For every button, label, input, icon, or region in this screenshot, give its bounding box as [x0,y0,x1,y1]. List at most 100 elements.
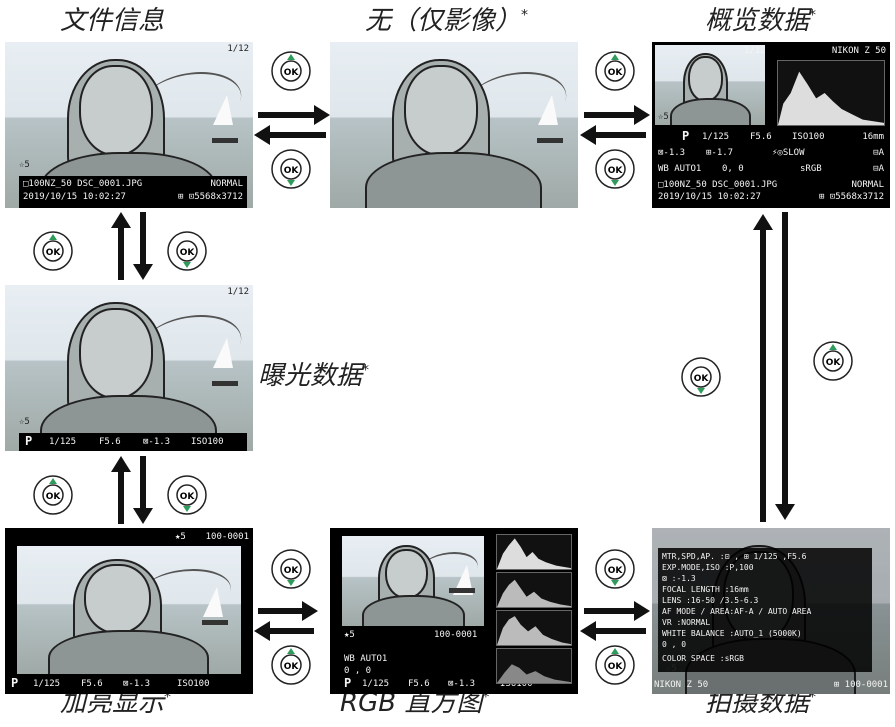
screen-file-info: 1/12 ☆5 □100NZ_50 DSC_0001.JPG NORMAL 20… [5,42,253,208]
arrow-highlights-to-exposure [111,456,131,524]
title-none: 无（仅影像）* [365,6,529,36]
title-shooting: 拍摄数据* [705,688,817,718]
quality: NORMAL [210,179,243,189]
photo [17,546,241,674]
ok-label: OK [284,566,300,576]
title-overview: 概览数据* [705,6,817,36]
mode: P [344,676,352,690]
photo [5,285,253,451]
arrow-none-to-file [254,125,326,145]
row3-wb: WB AUTO1 [658,164,702,174]
exposure-comp: ⊠-1.3 [448,679,476,689]
screen-exposure: 1/12 ☆5 P 1/125 F5.6 ⊠-1.3 ISO100 [5,285,253,451]
datetime: 2019/10/15 10:02:27 [658,192,761,202]
ok-dial-down-icon: OK [271,549,311,589]
shooting-line-9: 0 , 0 [662,640,687,649]
ok-label: OK [284,662,300,672]
arrow-rgb-to-shooting [584,601,650,621]
ok-dial-up-icon: OK [813,341,853,381]
ok-label: OK [46,248,62,258]
arrow-exposure-to-highlights [133,456,153,524]
mode: P [11,676,19,690]
shutter: 1/125 [33,679,61,689]
exposure-bar: P 1/125 F5.6 ⊠-1.3 ISO100 [19,433,247,451]
screen-shooting-data: MTR,SPD,AP. :⊡ , ⊞ 1/125 ,F5.6 EXP.MODE,… [652,528,890,694]
aperture: F5.6 [81,679,103,689]
ok-dial-down-icon: OK [595,549,635,589]
photo [330,42,578,208]
row2-flash: ⚡◎SLOW [772,148,805,158]
aperture: F5.6 [408,679,430,689]
title-rgb-histogram: RGB 直方图* [340,688,490,718]
info-bar: □100NZ_50 DSC_0001.JPG NORMAL 2019/10/15… [19,176,247,208]
shooting-line-5: LENS :16-50 /3.5-6.3 [662,596,759,605]
ok-dial-down-icon: OK [271,149,311,189]
histogram-luminance [496,534,572,570]
ok-dial-up-icon: OK [33,475,73,515]
ok-dial-up-icon: OK [271,645,311,685]
iso: ISO100 [191,437,224,447]
shooting-line-10: COLOR SPACE :sRGB [662,654,744,663]
ok-label: OK [284,166,300,176]
shooting-line-4: FOCAL LENGTH :16mm [662,585,749,594]
arrow-file-to-exposure [133,212,153,280]
frame-number: 100-0001 [434,630,478,640]
arrow-rgb-to-highlights [254,621,314,641]
row1-shutter: 1/125 [702,132,730,142]
frame-counter: 1/12 [227,44,249,54]
arrow-overview-to-none [580,125,646,145]
ok-label: OK [46,492,62,502]
frame-counter: 1/12 [227,287,249,297]
shooting-line-1: MTR,SPD,AP. :⊡ , ⊞ 1/125 ,F5.6 [662,552,807,561]
histogram-red [496,572,572,608]
row1-iso: ISO100 [792,132,825,142]
row2-comp: ⊠-1.3 [658,148,686,158]
frame-number: ⊞ 100-0001 [833,680,888,690]
iso: ISO100 [177,679,210,689]
row3-color-space: sRGB [800,164,822,174]
row2-picture: ⊟A [873,148,884,158]
screen-overview: 1/12 NIKON Z 50 ☆5 P 1/125 F5.6 ISO100 1… [652,42,890,208]
rating: ★5 [344,630,355,640]
mode: P [25,434,33,448]
ok-label: OK [826,358,842,368]
rating: ★5 [175,532,186,542]
histogram-blue [496,648,572,684]
row1-focal: 16mm [862,132,884,142]
ok-label: OK [284,68,300,78]
frame-counter: 1/12 [744,46,766,56]
shooting-line-6: AF MODE / AREA:AF-A / AUTO AREA [662,607,812,616]
ok-label: OK [694,374,710,384]
title-file-info: 文件信息 [60,6,165,36]
rating: ☆5 [666,664,677,674]
ok-dial-up-icon: OK [271,51,311,91]
ok-label: OK [608,662,624,672]
camera-model: NIKON Z 50 [654,680,709,690]
image-size: ⊞ ⊡5568x3712 [818,192,884,202]
ok-dial-down-icon: OK [167,231,207,271]
image-size: ⊞ ⊡5568x3712 [177,192,243,202]
iso: ISO100 [500,679,533,689]
shooting-line-3: ⊠ :-1.3 [662,574,696,583]
arrow-shooting-to-overview [753,214,773,522]
histogram-green [496,610,572,646]
arrow-file-to-none [258,105,330,125]
ok-dial-up-icon: OK [33,231,73,271]
shooting-line-8: WHITE BALANCE :AUTO_1 (5000K) [662,629,802,638]
exposure-comp: ⊠-1.3 [123,679,151,689]
ok-dial-up-icon: OK [595,645,635,685]
shooting-data-panel: MTR,SPD,AP. :⊡ , ⊞ 1/125 ,F5.6 EXP.MODE,… [658,548,872,672]
wb-fine-tune: 0 , 0 [344,666,372,676]
row3-wb-fine: 0, 0 [722,164,744,174]
ok-label: OK [180,248,196,258]
datetime: 2019/10/15 10:02:27 [23,192,126,202]
shooting-line-7: VR :NORMAL [662,618,711,627]
ok-dial-up-icon: OK [595,51,635,91]
shooting-line-2: EXP.MODE,ISO :P,100 [662,563,754,572]
ok-label: OK [180,492,196,502]
arrow-none-to-overview [584,105,650,125]
aperture: F5.6 [99,437,121,447]
exposure-comp: ⊠-1.3 [143,437,171,447]
title-highlights: 加亮显示* [60,688,172,718]
folder-file: □100NZ_50 DSC_0001.JPG [658,180,778,190]
